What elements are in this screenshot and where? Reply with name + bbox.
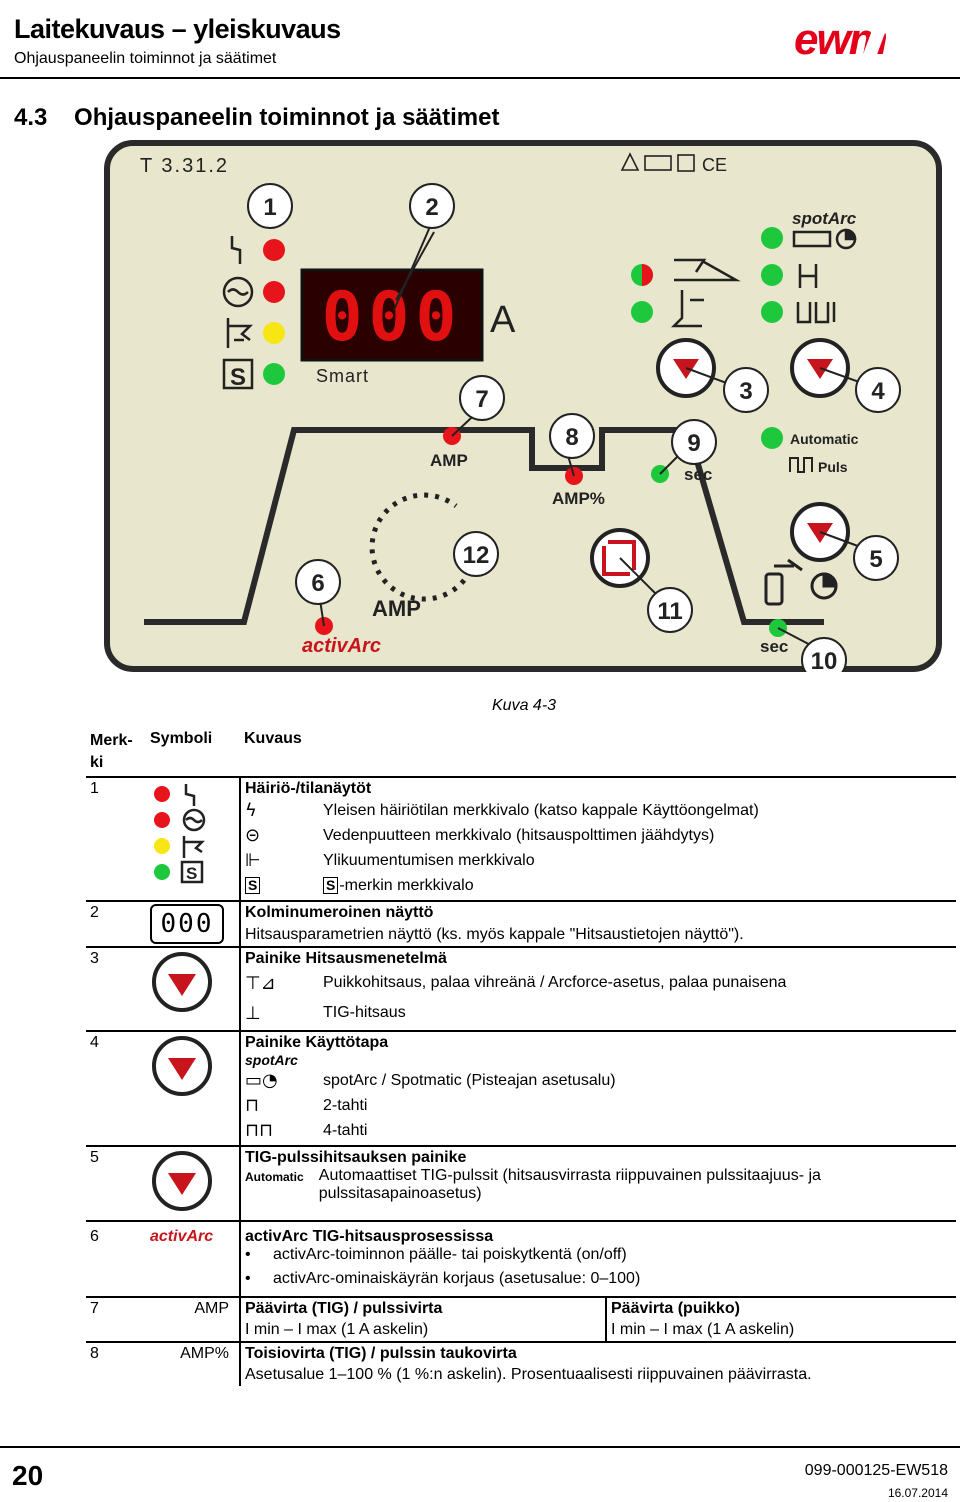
panel-amp-pct: AMP% [552, 489, 605, 508]
row1-title: Häiriö-/tilanäytöt [245, 780, 372, 797]
panel-smart: Smart [316, 366, 369, 386]
pulse-button-symbol [152, 1151, 212, 1211]
description-table: Merk-ki Symboli Kuvaus 1 S Häiriö-/tilan… [86, 728, 956, 1386]
svg-text:3: 3 [739, 378, 752, 405]
panel-spotarc: spotArc [792, 209, 857, 228]
amp-symbol: AMP [146, 1296, 241, 1342]
svg-text:2: 2 [425, 194, 438, 221]
table-row: 7 AMP Päävirta (TIG) / pulssivirta I min… [86, 1296, 956, 1342]
table-row: 4 Painike Käyttötapa spotArc ▭◔spotArc /… [86, 1030, 956, 1146]
4-step-icon: ⊓⊓ [245, 1120, 274, 1141]
gas-icon [764, 558, 838, 606]
svg-text:7: 7 [475, 386, 488, 413]
table-row: 3 Painike Hitsausmenetelmä ⊤⊿Puikkohitsa… [86, 946, 956, 1031]
panel-sec-bottom: sec [760, 637, 788, 656]
panel-unit: A [490, 299, 516, 341]
amp-pct-symbol: AMP% [146, 1341, 241, 1386]
svg-text:11: 11 [657, 598, 682, 625]
status-leds [263, 239, 285, 385]
spotarc-icon: ▭◔ [245, 1070, 278, 1091]
bullet-item: activArc-toiminnon päälle- tai poiskytke… [245, 1246, 952, 1270]
process-button-symbol [152, 952, 212, 1012]
mma-icon: ⊤⊿ [245, 972, 276, 994]
page-header-subtitle: Ohjauspaneelin toiminnot ja säätimet [14, 50, 277, 67]
panel-activarc: activArc [302, 635, 381, 657]
svg-text:10: 10 [811, 648, 838, 672]
inline-s-icon: S [323, 877, 339, 894]
ewm-logo: ewm [794, 14, 892, 68]
temperature-icon: ⊩ [245, 850, 261, 871]
panel-model: T 3.31.2 [140, 155, 229, 177]
panel-amp-top: AMP [430, 451, 468, 470]
document-date: 16.07.2014 [887, 1486, 948, 1500]
panel-display: 000 [322, 278, 463, 357]
svg-text:CE: CE [702, 155, 727, 175]
automatic-icon: Automatic [245, 1170, 304, 1184]
table-row: 8 AMP% Toisiovirta (TIG) / pulssin tauko… [86, 1341, 956, 1386]
footer-rule [0, 1446, 960, 1448]
panel-sec-mid: sec [684, 465, 712, 484]
table-row: 6 activArc activArc TIG-hitsausprosessis… [86, 1220, 956, 1297]
svg-text:4: 4 [871, 378, 885, 405]
svg-text:6: 6 [311, 570, 324, 597]
control-panel-diagram: T 3.31.2 CE S 000 A Smart spotArc [104, 140, 942, 672]
callout-numbers: 1 2 3 4 5 6 7 8 9 10 11 12 [247, 183, 901, 672]
spotarc-label: spotArc [245, 1052, 298, 1068]
svg-text:S: S [230, 364, 246, 391]
s-mark-icon: S [245, 877, 323, 894]
panel-automatic: Automatic [790, 431, 859, 447]
mode-button-symbol [152, 1036, 212, 1096]
table-row: 2 000 Kolminumeroinen näyttö Hitsauspara… [86, 900, 956, 947]
header-merkki: Merk-ki [86, 728, 146, 778]
header-rule [0, 77, 960, 79]
tig-icon: ⊥ [245, 1002, 261, 1024]
bullet-item: activArc-ominaiskäyrän korjaus (asetusal… [245, 1270, 952, 1294]
svg-text:9: 9 [687, 430, 700, 457]
table-row: 5 TIG-pulssihitsauksen painike Automatic… [86, 1145, 956, 1221]
panel-puls: Puls [818, 459, 848, 475]
warning-icons: CE [620, 152, 727, 175]
svg-text:5: 5 [869, 546, 882, 573]
error-icon: ϟ [245, 800, 257, 821]
page-header-title: Laitekuvaus – yleiskuvaus [14, 14, 341, 44]
2-step-icon: ⊓ [245, 1095, 260, 1116]
section-title: 4.3 Ohjauspaneelin toiminnot ja säätimet [14, 104, 500, 131]
header-symboli: Symboli [146, 728, 240, 778]
table-header-row: Merk-ki Symboli Kuvaus [86, 728, 956, 778]
status-icons: S [222, 236, 254, 391]
status-leds-symbol: S [154, 784, 206, 884]
page-number: 20 [12, 1460, 44, 1491]
svg-text:1: 1 [263, 194, 276, 221]
svg-text:8: 8 [565, 424, 578, 451]
display-symbol: 000 [150, 904, 224, 944]
svg-text:12: 12 [463, 542, 490, 569]
header-kuvaus: Kuvaus [240, 728, 956, 778]
figure-caption: Kuva 4-3 [492, 697, 557, 714]
document-number: 099-000125-EW518 [804, 1462, 948, 1479]
activarc-symbol: activArc [146, 1220, 241, 1297]
encoder-knob [369, 492, 479, 602]
water-icon: ⊝ [245, 825, 261, 846]
svg-text:S: S [186, 864, 197, 883]
